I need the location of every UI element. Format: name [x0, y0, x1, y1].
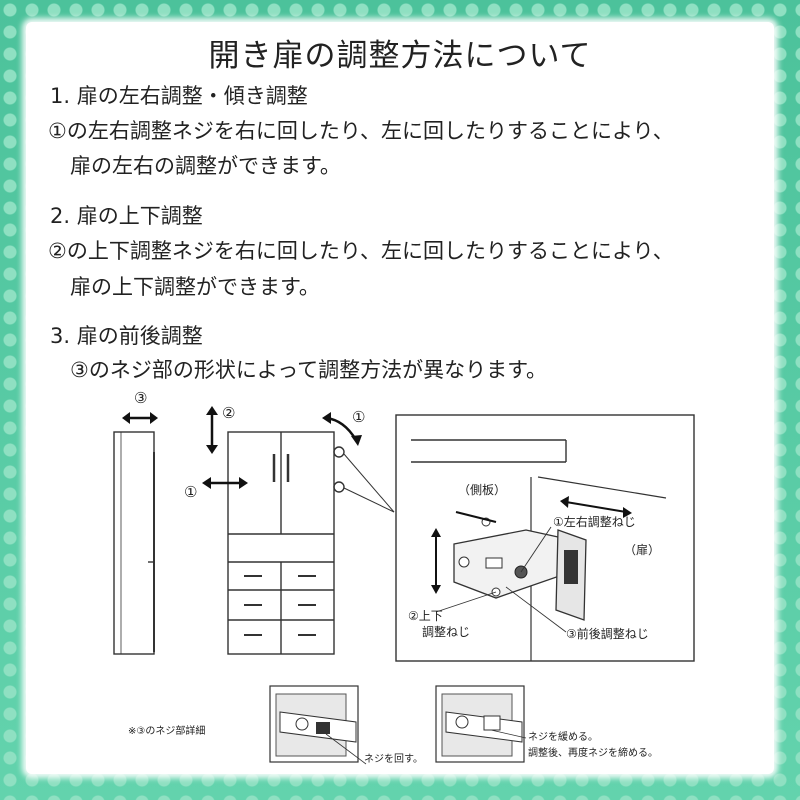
arrow-3-icon: ③ — [122, 389, 158, 424]
rotate-arrow-1-icon: ① — [322, 408, 365, 446]
section3-heading: 3. 扉の前後調整 — [50, 324, 203, 348]
door-label: （扉） — [624, 543, 660, 557]
arrow-2-icon: ② — [206, 404, 235, 454]
screw3-label: ③前後調整ねじ — [566, 626, 649, 641]
cab-label-3: ③ — [134, 389, 147, 407]
note-right-2: 調整後、再度ネジを締める。 — [528, 746, 658, 759]
document-card: 開き扉の調整方法について 1. 扉の左右調整・傾き調整 ①の左右調整ネジを右に回… — [26, 22, 774, 774]
screw2-label-a: ②上下 — [408, 609, 443, 623]
cab-label-2: ② — [222, 404, 235, 422]
section1-body-line1: ①の左右調整ネジを右に回したり、左に回したりすることにより、 — [48, 119, 674, 143]
section1-body-line2: 扉の左右の調整ができます。 — [70, 154, 341, 178]
hinge-icon — [453, 517, 587, 621]
cabinet-front-view — [227, 431, 395, 655]
section2-body-line1: ②の上下調整ネジを右に回したり、左に回したりすることにより、 — [48, 239, 674, 263]
adjustment-diagram: ③ ② — [113, 389, 695, 765]
screw1-label: ①左右調整ねじ — [553, 514, 636, 529]
note-left: ネジを回す。 — [364, 753, 423, 765]
hinge-detail-box: （側板） （扉） ①左 — [395, 414, 695, 662]
arrow-1-left-icon: ① — [184, 477, 248, 501]
note-right-1: ネジを緩める。 — [528, 730, 598, 743]
section2-heading: 2. 扉の上下調整 — [50, 204, 203, 228]
cab-label-1-left: ① — [184, 483, 197, 501]
screw2-label-b: 調整ねじ — [422, 624, 470, 639]
page-title: 開き扉の調整方法について — [208, 38, 592, 74]
section3-body-line1: ③のネジ部の形状によって調整方法が異なります。 — [70, 358, 548, 382]
screw-detail-right: ネジを緩める。 調整後、再度ネジを締める。 — [435, 685, 658, 763]
section2-body-line2: 扉の上下調整ができます。 — [70, 275, 320, 299]
section1-heading: 1. 扉の左右調整・傾き調整 — [50, 84, 308, 108]
side-panel-label: （側板） — [458, 483, 506, 497]
detail-caption: ※③のネジ部詳細 — [128, 724, 205, 737]
screw-detail-left: ネジを回す。 — [269, 685, 423, 765]
cab-label-1: ① — [352, 408, 365, 426]
cabinet-side-view — [113, 431, 155, 655]
